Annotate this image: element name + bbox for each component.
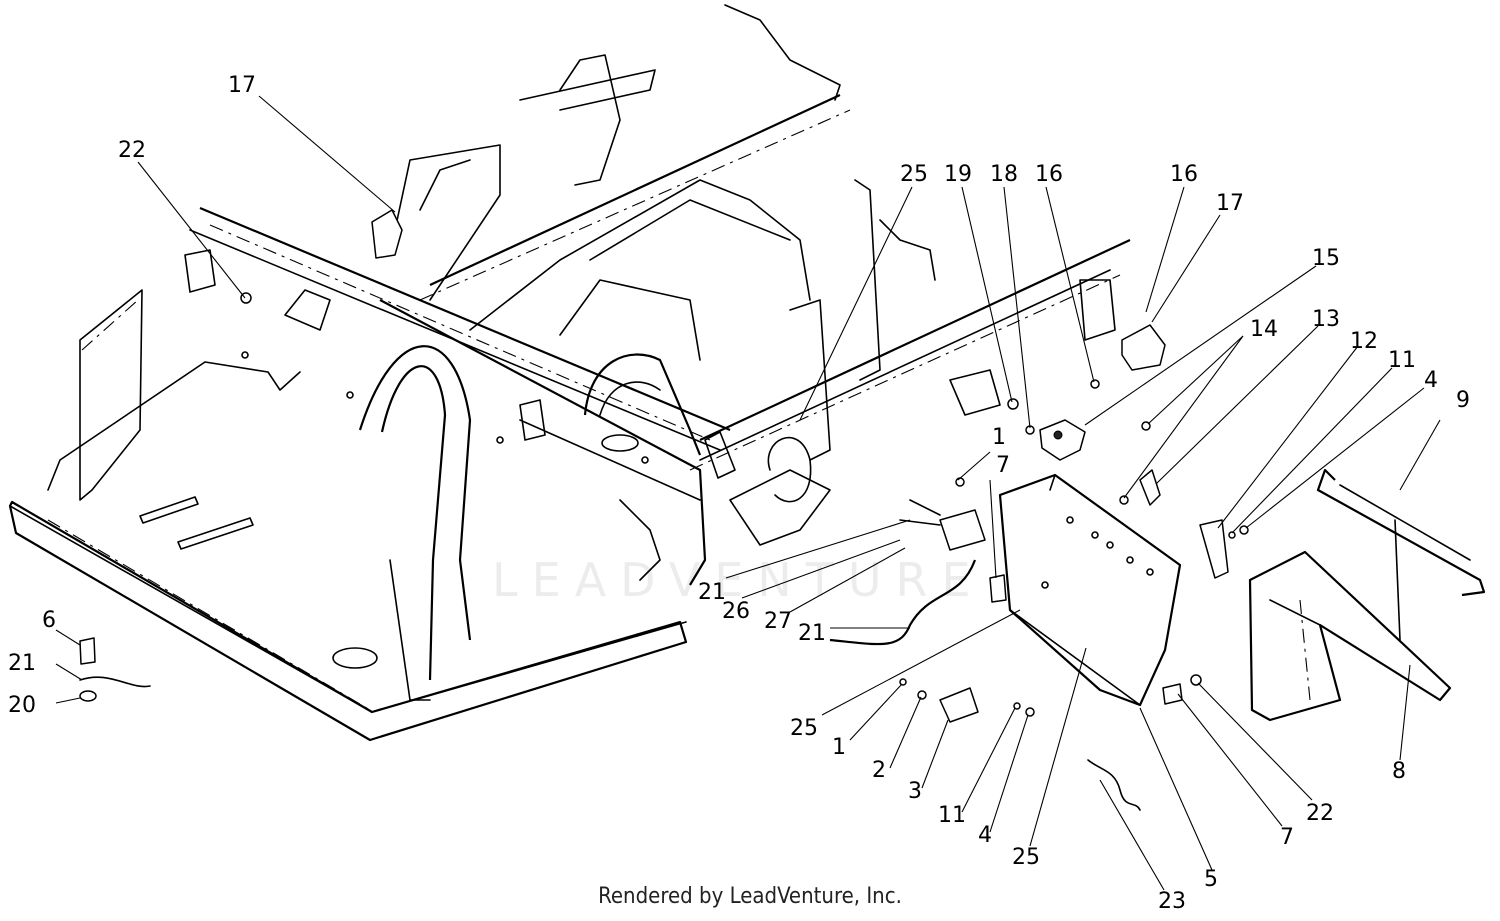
callout-7: 7 — [996, 453, 1010, 478]
leader-lines — [55, 95, 1441, 891]
callout-1: 1 — [992, 425, 1006, 450]
control-panel-plate — [998, 473, 1182, 707]
callout-20: 20 — [8, 693, 36, 718]
watermark-text: LEADVENTURE — [492, 553, 985, 607]
callout-25: 25 — [900, 162, 928, 187]
callout-8: 8 — [1392, 759, 1406, 784]
callout-23: 23 — [1158, 889, 1186, 914]
callout-12: 12 — [1350, 329, 1378, 354]
callout-7: 7 — [1280, 825, 1294, 850]
callout-21: 21 — [798, 621, 826, 646]
callout-13: 13 — [1312, 307, 1340, 332]
callout-27: 27 — [764, 609, 792, 634]
callouts: 17 22 25 19 18 16 16 17 15 14 13 12 11 4… — [8, 73, 1470, 914]
callout-25: 25 — [790, 716, 818, 741]
callout-21: 21 — [698, 580, 726, 605]
side-cover — [1248, 468, 1486, 722]
callout-22: 22 — [118, 138, 146, 163]
callout-16: 16 — [1035, 162, 1063, 187]
engine-deck — [394, 4, 1131, 546]
callout-19: 19 — [944, 162, 972, 187]
callout-25: 25 — [1012, 845, 1040, 870]
callout-5: 5 — [1204, 867, 1218, 892]
callout-3: 3 — [908, 779, 922, 804]
callout-11: 11 — [1388, 348, 1416, 373]
callout-18: 18 — [990, 162, 1018, 187]
callout-17: 17 — [1216, 191, 1244, 216]
small-parts — [79, 209, 1249, 811]
callout-16: 16 — [1170, 162, 1198, 187]
main-frame — [8, 206, 736, 742]
callout-14: 14 — [1250, 317, 1278, 342]
callout-1: 1 — [832, 735, 846, 760]
callout-4: 4 — [1424, 368, 1438, 393]
callout-26: 26 — [722, 599, 750, 624]
callout-15: 15 — [1312, 246, 1340, 271]
callout-21: 21 — [8, 651, 36, 676]
callout-22: 22 — [1306, 801, 1334, 826]
callout-4: 4 — [978, 823, 992, 848]
render-credit: Rendered by LeadVenture, Inc. — [598, 884, 902, 909]
callout-9: 9 — [1456, 388, 1470, 413]
callout-6: 6 — [42, 608, 56, 633]
callout-11: 11 — [938, 803, 966, 828]
callout-17: 17 — [228, 73, 256, 98]
callout-2: 2 — [872, 758, 886, 783]
